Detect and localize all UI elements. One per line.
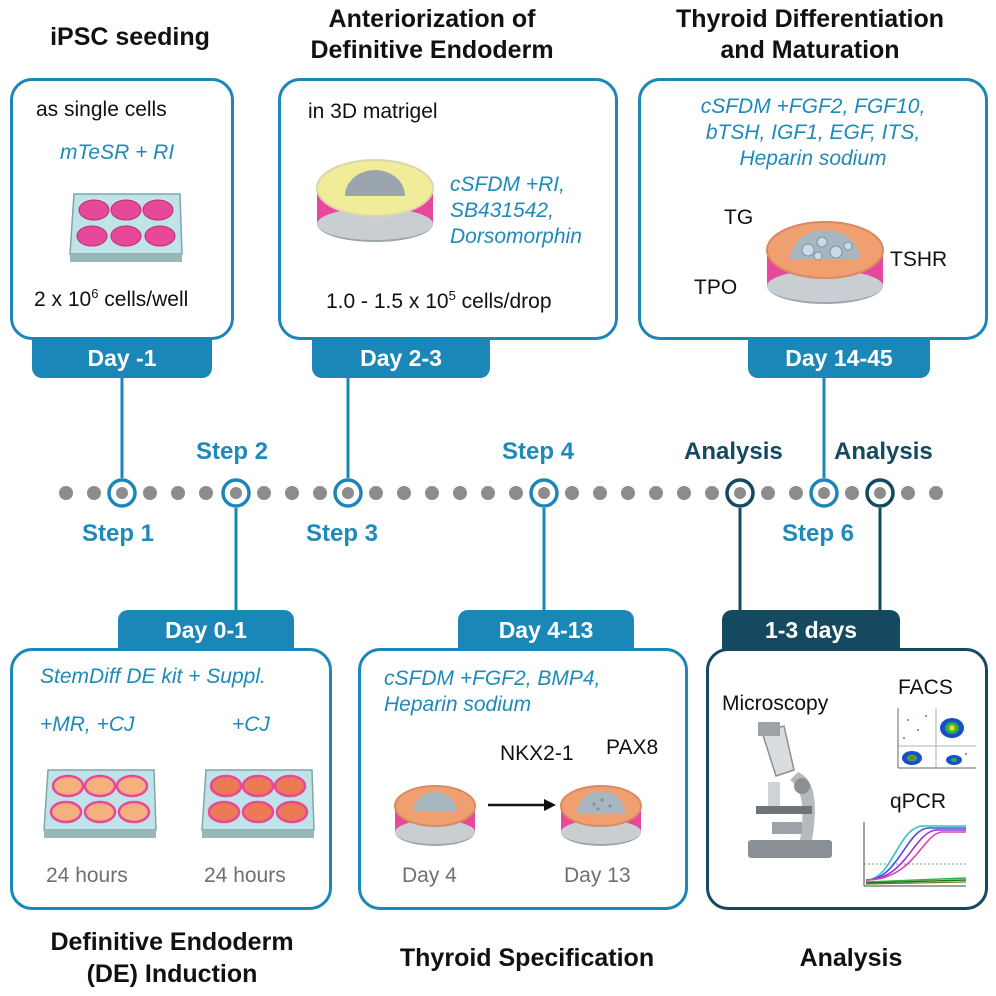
card3-tpo: TPO (694, 276, 738, 299)
card6-microscopy: Microscopy (722, 692, 829, 715)
card2-medium-line3: Dorsomorphin (450, 225, 582, 248)
bottom-title-de-line2: (DE) Induction (86, 960, 258, 988)
step-4-label: Step 4 (502, 438, 575, 465)
card5-medium-line2: Heparin sodium (384, 693, 532, 716)
step-1-label: Step 1 (82, 520, 155, 547)
card2-matrigel: in 3D matrigel (308, 100, 438, 123)
phase-title-anteriorization-line2: Definitive Endoderm (310, 36, 554, 64)
phase-title-anteriorization-line1: Anteriorization of (328, 5, 536, 33)
thyroid-organoid-dish-icon (766, 221, 884, 304)
day-tag-1-3-days: 1-3 days (722, 610, 900, 650)
day4-dish-icon (394, 785, 476, 846)
card2-medium-line2: SB431542, (450, 199, 554, 222)
plate-b-icon (201, 769, 315, 838)
card2-cell-count: 1.0 - 1.5 x 105 cells/drop (326, 288, 552, 314)
step-3-label: Step 3 (306, 520, 379, 547)
card5-nkx2-1: NKX2-1 (500, 742, 574, 765)
card4-medium: StemDiff DE kit + Suppl. (40, 665, 266, 688)
day-tag-0-1: Day 0-1 (118, 610, 294, 650)
day-tag-minus1: Day -1 (32, 338, 212, 378)
microscope-icon (748, 722, 832, 858)
card1-single-cells: as single cells (36, 98, 167, 121)
card-thyroid-specification (358, 648, 688, 910)
card1-count-unit: cells/well (98, 288, 189, 311)
card1-cell-count: 2 x 106 cells/well (34, 286, 188, 312)
phase-title-ipsc-seeding: iPSC seeding (50, 23, 210, 51)
card3-medium-line3: Heparin sodium (739, 147, 887, 170)
phase-title-thyroid-line2: and Maturation (720, 36, 900, 64)
card5-day4: Day 4 (402, 864, 457, 887)
card3-tshr: TSHR (890, 248, 948, 271)
card4-condition-a: +MR, +CJ (40, 713, 135, 736)
card2-count-base: 1.0 - 1.5 x 10 (326, 290, 449, 313)
card1-count-exponent: 6 (91, 286, 99, 301)
card6-qpcr: qPCR (890, 790, 947, 813)
card4-time-a: 24 hours (46, 864, 128, 887)
bottom-title-thyroid-specification: Thyroid Specification (399, 944, 655, 972)
bottom-title-de-line1: Definitive Endoderm (50, 928, 294, 956)
day-tag-14-45: Day 14-45 (748, 338, 930, 378)
card5-day13: Day 13 (564, 864, 631, 887)
card3-medium-line1: cSFDM +FGF2, FGF10, (700, 95, 926, 118)
day13-dish-icon (560, 785, 642, 846)
bottom-title-de-induction: Definitive Endoderm (DE) Induction (14, 926, 330, 990)
card4-time-b: 24 hours (204, 864, 286, 887)
card1-medium: mTeSR + RI (60, 141, 175, 164)
card5-medium-line1: cSFDM +FGF2, BMP4, (384, 667, 601, 690)
timeline-dots (59, 486, 943, 500)
step-2-label: Step 2 (196, 438, 269, 465)
plate-a-icon (43, 769, 157, 838)
card3-medium-line2: bTSH, IGF1, EGF, ITS, (705, 121, 921, 144)
card5-medium: cSFDM +FGF2, BMP4, Heparin sodium (384, 666, 600, 718)
card2-medium: cSFDM +RI, SB431542, Dorsomorphin (450, 172, 582, 250)
qpcr-curves-icon (863, 822, 967, 887)
card3-tg: TG (724, 206, 754, 229)
card2-count-unit: cells/drop (455, 290, 552, 313)
card-analysis (706, 648, 988, 910)
step-6-label: Step 6 (782, 520, 855, 547)
facs-plot-icon (897, 708, 976, 769)
day-tag-4-13: Day 4-13 (458, 610, 634, 650)
phase-title-thyroid-line1: Thyroid Differentiation (675, 5, 945, 33)
six-well-plate-icon (69, 193, 183, 262)
analysis-label-2: Analysis (834, 438, 933, 465)
day-tag-2-3: Day 2-3 (312, 338, 490, 378)
card6-facs: FACS (898, 676, 953, 699)
bottom-title-analysis: Analysis (799, 944, 903, 972)
card5-pax8: PAX8 (606, 736, 659, 759)
phase-title-thyroid-differentiation: Thyroid Differentiation and Maturation (630, 4, 990, 66)
analysis-label-1: Analysis (684, 438, 783, 465)
card1-count-base: 2 x 10 (34, 288, 92, 311)
card2-count-exponent: 5 (448, 288, 456, 303)
card2-medium-line1: cSFDM +RI, (450, 173, 565, 196)
card4-condition-b: +CJ (232, 713, 270, 736)
card3-medium: cSFDM +FGF2, FGF10, bTSH, IGF1, EGF, ITS… (650, 94, 976, 172)
matrigel-dish-icon (316, 159, 434, 242)
phase-title-anteriorization: Anteriorization of Definitive Endoderm (262, 4, 602, 66)
arrow-right-icon (488, 799, 556, 811)
